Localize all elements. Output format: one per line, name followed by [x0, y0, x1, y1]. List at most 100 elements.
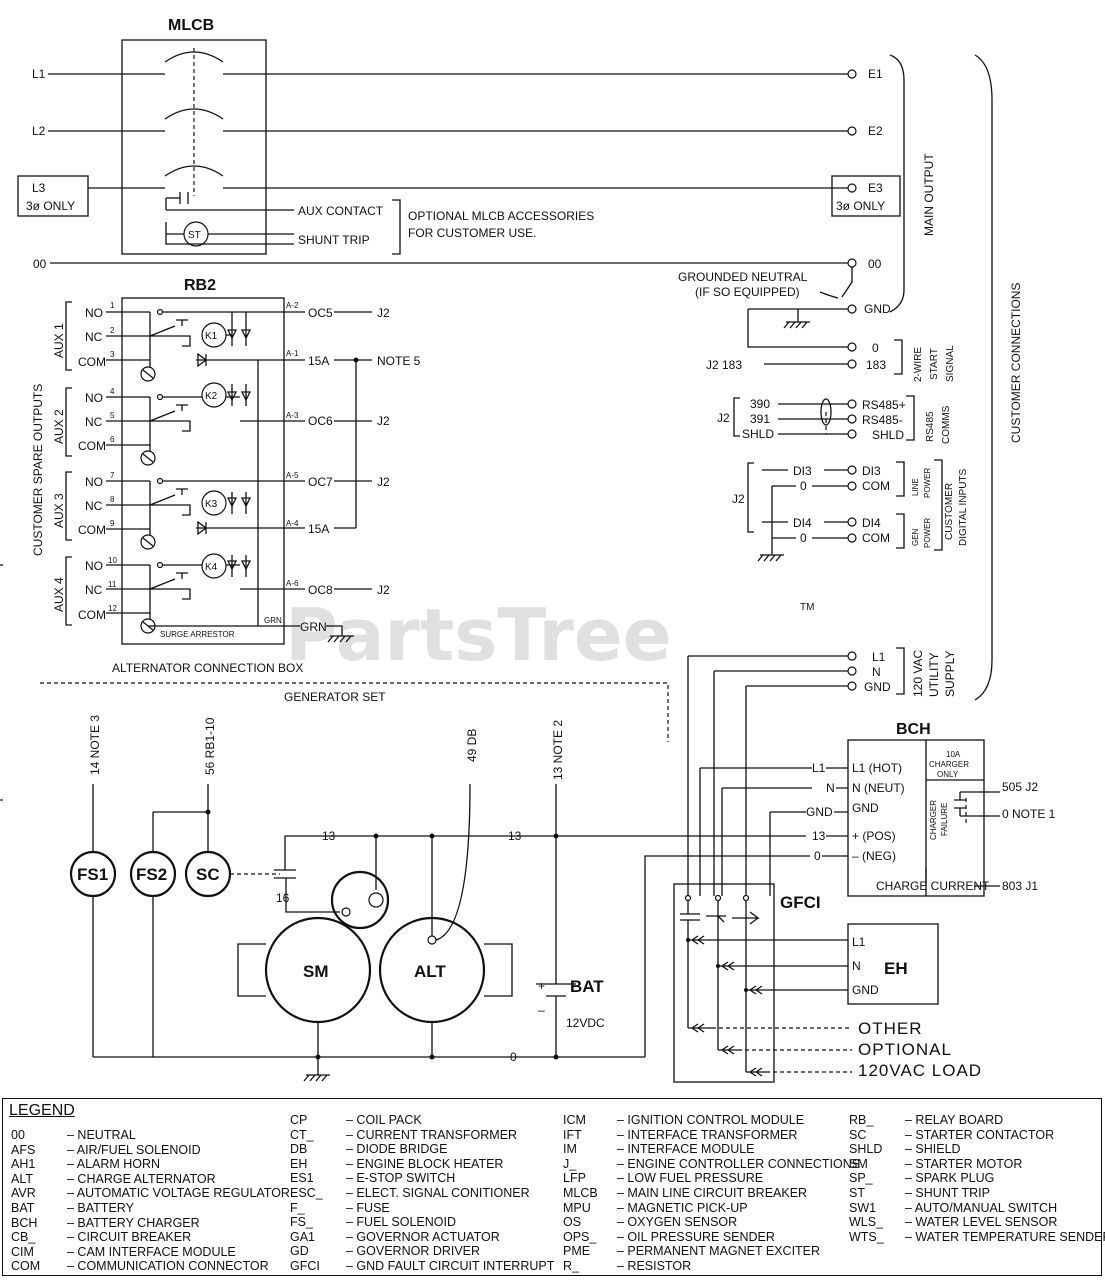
wire-390: 390 — [750, 397, 770, 411]
n7: 7 — [110, 471, 115, 480]
legend-definition: – FUSE — [346, 1200, 390, 1215]
eh-gnd: GND — [852, 983, 879, 997]
bat-label: BAT — [570, 977, 604, 996]
legend-definition: – NEUTRAL — [67, 1128, 136, 1142]
legend-definition: – CAM INTERFACE MODULE — [67, 1244, 236, 1259]
legend-abbrev: GD — [290, 1244, 309, 1259]
legend-entry: IM– INTERFACE MODULE — [563, 1142, 860, 1157]
legend-definition: – ENGINE BLOCK HEATER — [346, 1156, 504, 1171]
rs485-label-1: RS485 — [925, 411, 936, 442]
legend-entry: CP– COIL PACK — [290, 1113, 554, 1128]
rb2-box — [121, 297, 285, 645]
legend-entry: J_– ENGINE CONTROLLER CONNECTIONS — [563, 1157, 860, 1172]
n1: 1 — [110, 301, 115, 310]
pin-a1: A-1 — [286, 349, 299, 358]
charger-failure-2: FAILURE — [940, 803, 949, 836]
legend-abbrev: BCH — [11, 1215, 38, 1230]
legend-entry: AVR– AUTOMATIC VOLTAGE REGULATOR — [11, 1186, 290, 1201]
bch-n-neut: N (NEUT) — [852, 781, 905, 795]
legend-abbrev: FS_ — [290, 1215, 313, 1230]
output-e2: E2 — [868, 124, 883, 138]
legend-abbrev: SP_ — [849, 1171, 873, 1186]
utility-label-2: UTILITY — [927, 652, 941, 697]
load-other: OTHER — [858, 1019, 923, 1038]
di4-wire: DI4 — [793, 516, 812, 530]
line-power-2: POWER — [923, 468, 932, 498]
legend-abbrev: CT_ — [290, 1127, 314, 1142]
wire-shld: SHLD — [742, 427, 774, 441]
legend-abbrev: EH — [290, 1156, 308, 1171]
wire-13-b: 13 — [508, 829, 522, 843]
two-wire-3: SIGNAL — [945, 345, 956, 382]
rs485-label-2: COMMS — [941, 405, 952, 444]
bat-minus: – — [538, 1003, 545, 1017]
dest-j2-4: J2 — [377, 583, 390, 597]
sc-label: SC — [196, 865, 220, 884]
wire-13-a: 13 — [322, 829, 336, 843]
t8-nc: NC — [85, 499, 103, 513]
t9-com: COM — [78, 523, 106, 537]
mlcb-title: MLCB — [168, 17, 214, 34]
bch-l1-hot: L1 (HOT) — [852, 761, 902, 775]
mlcb-section: MLCB L1 L2 L3 3ø ONLY AUX CONTACT ST SHU… — [17, 17, 901, 271]
legend-entry: 00– NEUTRAL — [11, 1128, 290, 1143]
grounded-neutral-2: (IF SO EQUIPPED) — [695, 285, 800, 299]
utility-label-1: 120 VAC — [911, 650, 925, 697]
line-power-1: LINE — [911, 478, 920, 496]
legend-entry: BCH– BATTERY CHARGER — [11, 1216, 290, 1231]
customer-di-1: CUSTOMER — [944, 483, 955, 540]
generator-set-label: GENERATOR SET — [284, 690, 386, 704]
rb2-section: RB2 CUSTOMER SPARE OUTPUTS AUX 1 AUX 2 A… — [31, 277, 421, 645]
customer-connections-label: CUSTOMER CONNECTIONS — [1009, 283, 1023, 443]
legend-entry: DB– DIODE BRIDGE — [290, 1142, 554, 1157]
aux-contact-label: AUX CONTACT — [298, 204, 384, 218]
legend-entry: SHLD– SHIELD — [849, 1142, 1105, 1157]
eh-box — [847, 923, 939, 1005]
legend-entry: WTS_– WATER TEMPERATURE SENDER — [849, 1230, 1105, 1245]
wire-16: 16 — [276, 891, 290, 905]
mlcb-line-l3: L3 — [32, 181, 46, 195]
shunt-trip-st: ST — [188, 230, 201, 241]
alt-label: ALT — [414, 962, 446, 981]
start-183: 183 — [866, 358, 886, 372]
utility-label-3: SUPPLY — [943, 651, 957, 697]
legend-definition: – SPARK PLUG — [905, 1171, 995, 1186]
legend-entry: BAT– BATTERY — [11, 1201, 290, 1216]
charge-current: CHARGE CURRENT — [876, 879, 990, 893]
legend-entry: AH1– ALARM HORN — [11, 1157, 290, 1172]
legend-entry: COM– COMMUNICATION CONNECTOR — [11, 1259, 290, 1274]
legend-definition: – AUTOMATIC VOLTAGE REGULATOR — [67, 1186, 290, 1201]
bch-10a-2: CHARGER — [929, 760, 969, 769]
n2: 2 — [110, 326, 115, 335]
mlcb-line-l2: L2 — [32, 124, 46, 138]
start-0: 0 — [872, 341, 879, 355]
legend-entry: OS– OXYGEN SENSOR — [563, 1215, 860, 1230]
legend-abbrev: LFP — [563, 1171, 586, 1186]
legend-definition: – SHIELD — [905, 1142, 961, 1157]
aux-2: AUX 2 — [52, 409, 66, 444]
legend-abbrev: AFS — [11, 1142, 36, 1157]
eh-title: EH — [884, 959, 908, 978]
legend-entry: CT_– CURRENT TRANSFORMER — [290, 1128, 554, 1143]
bch-10a-3: ONLY — [937, 770, 959, 779]
output-e1: E1 — [868, 67, 883, 81]
wire-49-db: 49 DB — [465, 729, 479, 762]
bch-title: BCH — [896, 721, 931, 738]
legend-abbrev: ALT — [11, 1171, 33, 1186]
legend-definition: – DIODE BRIDGE — [346, 1142, 448, 1157]
pin-a3: A-3 — [286, 411, 299, 420]
wire-56-rb1: 56 RB1-10 — [203, 717, 217, 775]
legend-abbrev: WLS_ — [849, 1215, 884, 1230]
legend-definition: – COIL PACK — [346, 1113, 422, 1127]
legend-entry: F_– FUSE — [290, 1201, 554, 1216]
aux-4: AUX 4 — [52, 577, 66, 612]
sm-label: SM — [303, 962, 329, 981]
out-oc7: OC7 — [308, 475, 333, 489]
legend-entry: WLS_– WATER LEVEL SENSOR — [849, 1215, 1105, 1230]
two-wire-1: 2-WIRE — [913, 347, 924, 382]
l3-note: 3ø ONLY — [26, 199, 75, 213]
legend-definition: – MAIN LINE CIRCUIT BREAKER — [617, 1185, 808, 1200]
n12: 12 — [108, 604, 117, 613]
